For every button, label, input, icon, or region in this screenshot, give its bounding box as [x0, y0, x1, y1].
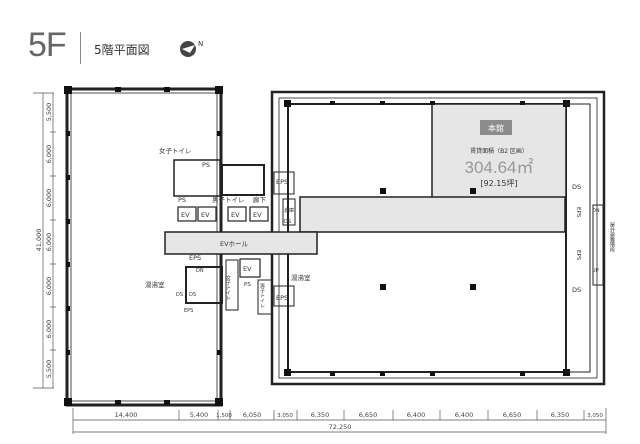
label-eps-right-1: EPS — [575, 207, 581, 218]
label-eps-bottom: EPS — [184, 308, 193, 314]
label-up-right: UP — [592, 268, 599, 274]
label-ds-left2: DS — [189, 292, 196, 298]
label-eps-core: EPS — [189, 254, 201, 262]
label-mens-toilet-bottom: 男子トイレ — [259, 283, 265, 308]
dim-v-7: 5,500 — [45, 360, 53, 379]
building-badge-label: 本館 — [488, 123, 504, 133]
lease-area-label: 賃貸面積（B2 区画） — [470, 147, 528, 155]
horizontal-dimensions — [72, 408, 607, 434]
page-title: 5階平面図 — [94, 43, 150, 57]
label-dn: DN — [196, 268, 204, 274]
dim-h-11: 6,350 — [551, 411, 570, 419]
dim-h-2: 5,400 — [190, 411, 209, 419]
right-building — [270, 90, 606, 386]
building-badge — [480, 120, 512, 135]
dim-h-12: 3,050 — [587, 413, 603, 419]
dim-h-8: 6,400 — [407, 411, 426, 419]
dim-h-10: 6,650 — [503, 411, 522, 419]
dim-h-7: 6,650 — [359, 411, 378, 419]
left-wing — [64, 86, 223, 407]
dim-vertical-total: 41,000 — [35, 229, 43, 252]
lease-area-tsubo: [92.15坪] — [480, 179, 517, 188]
dim-h-9: 6,400 — [455, 411, 474, 419]
dim-h-3: 1,500 — [216, 413, 232, 419]
dim-v-6: 6,000 — [45, 320, 53, 339]
dim-h-4: 6,050 — [243, 411, 262, 419]
label-ds-left: DS — [176, 292, 183, 298]
dim-h-1: 14,400 — [115, 411, 138, 419]
dim-v-2: 6,000 — [45, 145, 53, 164]
label-ds-right-bottom: DS — [572, 286, 581, 294]
label-womens-toilet: 女子トイレ — [159, 146, 192, 155]
label-mens-toilet: 男子トイレ — [212, 196, 245, 204]
label-ps: PS — [202, 161, 210, 169]
north-compass-icon: N — [180, 40, 203, 57]
lease-area-info: 本館 賃貸面積（B2 区画） 304.64㎡ [92.15坪] — [465, 120, 534, 188]
label-eps-right-2: EPS — [575, 250, 581, 261]
label-ev-5: EV — [243, 265, 252, 273]
ev-hall — [164, 231, 318, 255]
label-corridor: 廊下 — [253, 195, 267, 204]
columns-left — [64, 86, 223, 406]
outdoor-stairs — [592, 204, 604, 286]
lease-area-sqm: 304.64㎡ — [465, 158, 534, 177]
label-ev-2: EV — [201, 211, 210, 219]
dim-v-1: 5,500 — [45, 103, 53, 122]
compass-label: N — [198, 40, 203, 48]
label-ev-3: EV — [231, 211, 240, 219]
label-womens-toilet-bottom: 女子トイレ — [225, 274, 231, 300]
label-cleaning-left: 湯沸室 — [145, 280, 165, 289]
vertical-dimension-labels: 41,000 5,500 6,000 6,000 6,000 6,000 6,0… — [35, 103, 53, 379]
vertical-dimensions — [33, 92, 56, 389]
dim-horizontal-total: 72,250 — [329, 423, 352, 431]
core — [164, 159, 318, 315]
corridor-right — [299, 196, 566, 233]
room-labels: 女子トイレ PS PS 男子トイレ 廊下 EPS 倉庫 DS EV EV EV … — [145, 146, 615, 314]
label-ps-bottom: PS — [244, 282, 251, 288]
label-ps-left: PS — [178, 196, 186, 204]
dim-h-6: 6,350 — [311, 411, 330, 419]
floor-number: 5F — [28, 26, 67, 64]
label-eps-upper: EPS — [276, 178, 288, 186]
header-divider — [80, 32, 81, 64]
label-dn-right: DN — [592, 208, 600, 214]
dim-v-4: 6,000 — [45, 233, 53, 252]
dim-v-5: 6,000 — [45, 277, 53, 296]
label-cleaning-right: 湯沸室 — [291, 273, 311, 282]
label-storage: 倉庫 — [284, 207, 294, 214]
label-outdoor-stairs: 屋外避難階段 — [609, 222, 615, 253]
label-ds-core: DS — [284, 219, 291, 225]
label-ev-1: EV — [181, 211, 190, 219]
label-eps-lower: EPS — [276, 294, 288, 302]
label-ds-right-top: DS — [572, 183, 581, 191]
dim-h-5: 3,050 — [277, 413, 293, 419]
label-ev-hall: EVホール — [220, 240, 249, 248]
dim-v-3: 6,000 — [45, 189, 53, 208]
label-ev-4: EV — [253, 211, 262, 219]
horizontal-dimension-labels: 14,400 5,400 1,500 6,050 3,050 6,350 6,6… — [115, 411, 604, 431]
